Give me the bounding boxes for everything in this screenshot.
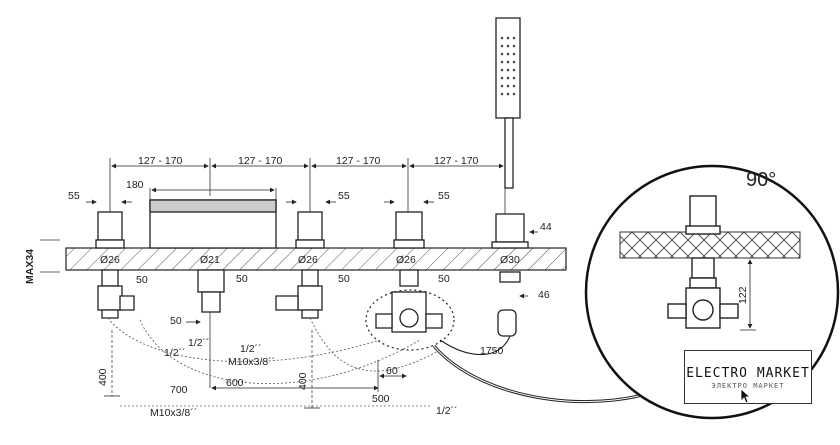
length-700-label: 700 [170,384,188,396]
offset-50-label-c: 50 [236,273,248,285]
dia-label-5: Ø30 [500,254,520,266]
shower-spray-dots [500,36,516,96]
logo-title: ELECTRO MARKET [686,366,810,381]
offset-50-label-d: 50 [338,273,350,285]
logo-subtitle: ЭЛЕКТРО МАРКЕТ [711,382,785,390]
length-600-label: 600 [226,377,244,389]
half-inch-label-a: 1/2´´ [188,337,210,349]
spacing-label-3: 127 - 170 [336,155,381,167]
length-500-label: 500 [372,393,390,405]
detail-angle-label: 90° [746,169,776,191]
hand-shower [491,17,529,337]
length-400-label-b: 400 [297,372,309,390]
width-180-label: 180 [126,179,144,191]
width-55-label-c: 55 [438,190,450,202]
detail-height-label: 122 [737,286,749,304]
half-inch-label-b: 1/2´´ [164,347,186,359]
spacing-label-4: 127 - 170 [434,155,479,167]
spout [149,199,277,313]
dia-label-2: Ø21 [200,254,220,266]
width-44-label: 44 [540,221,552,233]
spacing-label-2: 127 - 170 [238,155,283,167]
offset-50-label-a: 50 [136,274,148,286]
dia-label-4: Ø26 [396,254,416,266]
dia-label-1: Ø26 [100,254,120,266]
offset-50-label-b: 50 [170,315,182,327]
length-400-label-a: 400 [97,368,109,386]
diverter-valve [375,211,443,333]
hose-length-label: 1750 [480,345,504,357]
thread-label-a: M10x3/8´´ [228,356,275,368]
handle-valve-2 [275,211,325,319]
handle-valve-1 [95,211,135,319]
half-inch-label-d: 1/2´´ [436,405,458,417]
half-inch-label-c: 1/2´´ [240,343,262,355]
width-46-label: 46 [538,289,550,301]
max-height-label: MAX34 [24,249,36,284]
offset-50-label-e: 50 [438,273,450,285]
length-60-label: 60 [386,365,398,377]
thread-label-b: M10x3/8´´ [150,407,197,419]
width-55-label-a: 55 [68,190,80,202]
width-55-label-b: 55 [338,190,350,202]
dia-label-3: Ø26 [298,254,318,266]
spacing-label-1: 127 - 170 [138,155,183,167]
detail-circle-marker [365,289,455,351]
